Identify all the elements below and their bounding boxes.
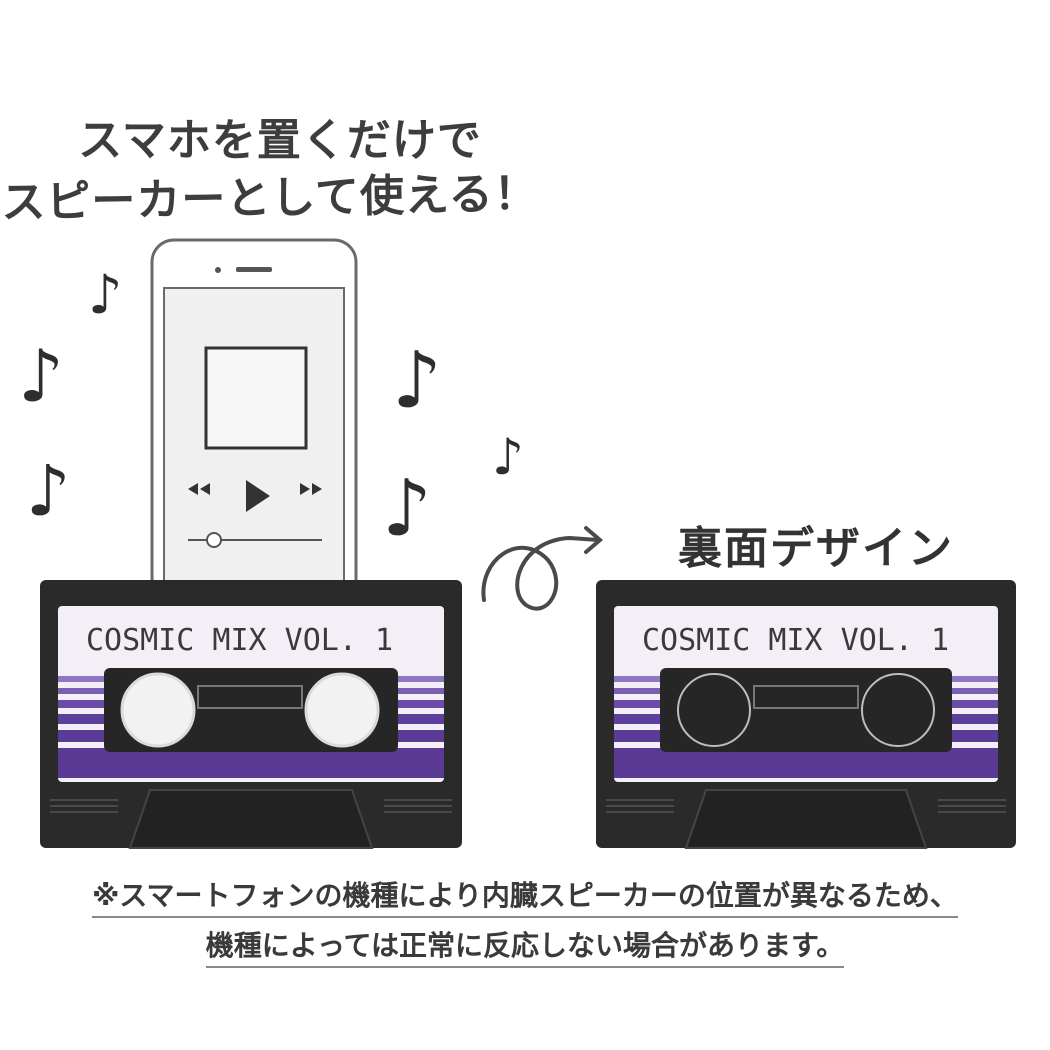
cassette-reel-left — [120, 672, 196, 748]
music-note-icon: ♪ — [88, 263, 123, 326]
back-design-label: 裏面デザイン — [678, 523, 954, 574]
cassette-reel-right — [861, 673, 935, 747]
music-note-icon: ♪ — [18, 334, 64, 418]
play-icon — [246, 480, 270, 512]
notice-text-1: ※スマートフォンの機種により内臓スピーカーの位置が異なるため、 — [92, 879, 958, 918]
music-note-icon: ♪ — [392, 336, 442, 426]
phone-camera — [215, 267, 221, 273]
smartphone — [150, 238, 358, 602]
cassette-reel-left — [677, 673, 751, 747]
cassette-reel-right — [304, 672, 380, 748]
curved-arrow-icon — [481, 526, 604, 611]
notice-line-2: 機種によっては正常に反応しない場合があります。 — [0, 924, 1050, 968]
phone-speaker-slot — [236, 267, 272, 272]
cassette-front: COSMIC MIX VOL. 1 — [40, 580, 462, 849]
rewind-icon — [188, 483, 210, 495]
cassette-window — [197, 685, 303, 709]
cassette-window — [753, 685, 859, 709]
cassette-label-text: COSMIC MIX VOL. 1 — [86, 623, 393, 658]
headline: スマホを置くだけで スピーカーとして使える！ — [0, 112, 560, 229]
headline-line-1: スマホを置くだけで — [78, 115, 482, 166]
music-note-icon: ♪ — [492, 428, 524, 486]
fast-forward-icon — [300, 483, 322, 495]
album-art-placeholder — [204, 346, 308, 450]
progress-knob — [206, 532, 222, 548]
notice-text-2: 機種によっては正常に反応しない場合があります。 — [205, 929, 845, 968]
notice-line-1: ※スマートフォンの機種により内臓スピーカーの位置が異なるため、 — [0, 874, 1050, 918]
cassette-label-text: COSMIC MIX VOL. 1 — [642, 623, 949, 658]
cassette-back: COSMIC MIX VOL. 1 — [596, 580, 1016, 849]
music-note-icon: ♪ — [26, 450, 71, 532]
music-note-icon: ♪ — [382, 464, 432, 554]
